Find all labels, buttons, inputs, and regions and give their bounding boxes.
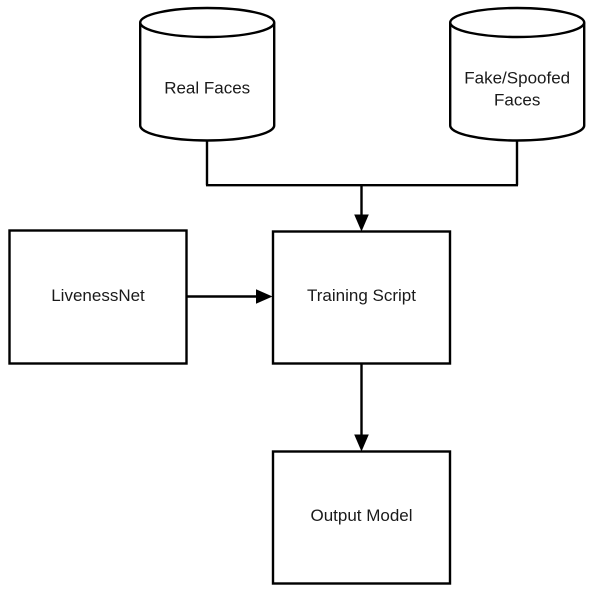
node-label-real-faces: Real Faces bbox=[164, 78, 250, 97]
node-label-fake-spoofed-faces-line2: Faces bbox=[494, 90, 540, 109]
cylinder-body bbox=[449, 22, 586, 142]
node-label-fake-spoofed-faces-line1: Fake/Spoofed bbox=[464, 68, 570, 87]
node-livenessnet[interactable]: LivenessNet bbox=[8, 229, 188, 365]
node-label-training-script: Training Script bbox=[307, 286, 416, 305]
cylinder-top-ellipse bbox=[138, 6, 276, 39]
node-output-model[interactable]: Output Model bbox=[271, 450, 452, 585]
cylinder-top-ellipse bbox=[449, 6, 586, 39]
edge-training-to-output bbox=[354, 364, 369, 452]
edge-livenessnet-to-training bbox=[187, 289, 273, 304]
node-real-faces[interactable]: Real Faces bbox=[138, 6, 276, 142]
arrowhead-down-training bbox=[354, 214, 369, 232]
node-training-script[interactable]: Training Script bbox=[271, 230, 452, 365]
edge-bus-to-training bbox=[206, 184, 518, 232]
arrowhead-right-training bbox=[256, 289, 273, 304]
rect-output-model bbox=[271, 450, 452, 585]
node-label-livenessnet: LivenessNet bbox=[51, 286, 145, 305]
arrowhead-down-output bbox=[354, 434, 369, 452]
rect-training-script bbox=[271, 230, 452, 365]
rect-livenessnet bbox=[8, 229, 188, 365]
node-label-output-model: Output Model bbox=[310, 506, 412, 525]
cylinder-body bbox=[139, 22, 276, 142]
node-fake-spoofed-faces[interactable]: Fake/Spoofed Faces bbox=[449, 6, 586, 142]
